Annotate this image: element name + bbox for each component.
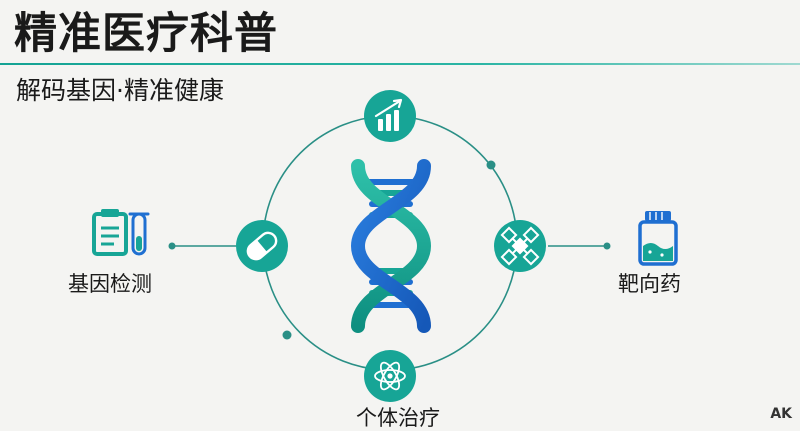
pill-capsule-icon <box>236 220 288 272</box>
title-divider <box>0 63 800 65</box>
dna-helix-icon <box>350 159 432 333</box>
connector-left <box>168 242 236 250</box>
page-subtitle: 解码基因·精准健康 <box>16 76 224 105</box>
precision-medicine-diagram <box>92 90 678 402</box>
orbit-dot <box>486 160 496 170</box>
connector-right <box>548 242 611 250</box>
orbit-ring <box>262 115 518 371</box>
orbit-dot <box>282 330 292 340</box>
individual-treatment-label: 个体治疗 <box>356 406 440 430</box>
gene-testing-label: 基因检测 <box>68 272 152 296</box>
targeted-drug-label: 靶向药 <box>618 272 681 296</box>
brand-mark: AK <box>770 406 792 422</box>
atom-icon <box>364 350 416 402</box>
bar-chart-growth-icon <box>364 90 416 142</box>
clipboard-test-tube-icon <box>92 209 150 256</box>
molecule-structure-icon <box>494 220 546 272</box>
medicine-bottle-icon <box>638 211 678 266</box>
page-title: 精准医疗科普 <box>14 9 278 59</box>
